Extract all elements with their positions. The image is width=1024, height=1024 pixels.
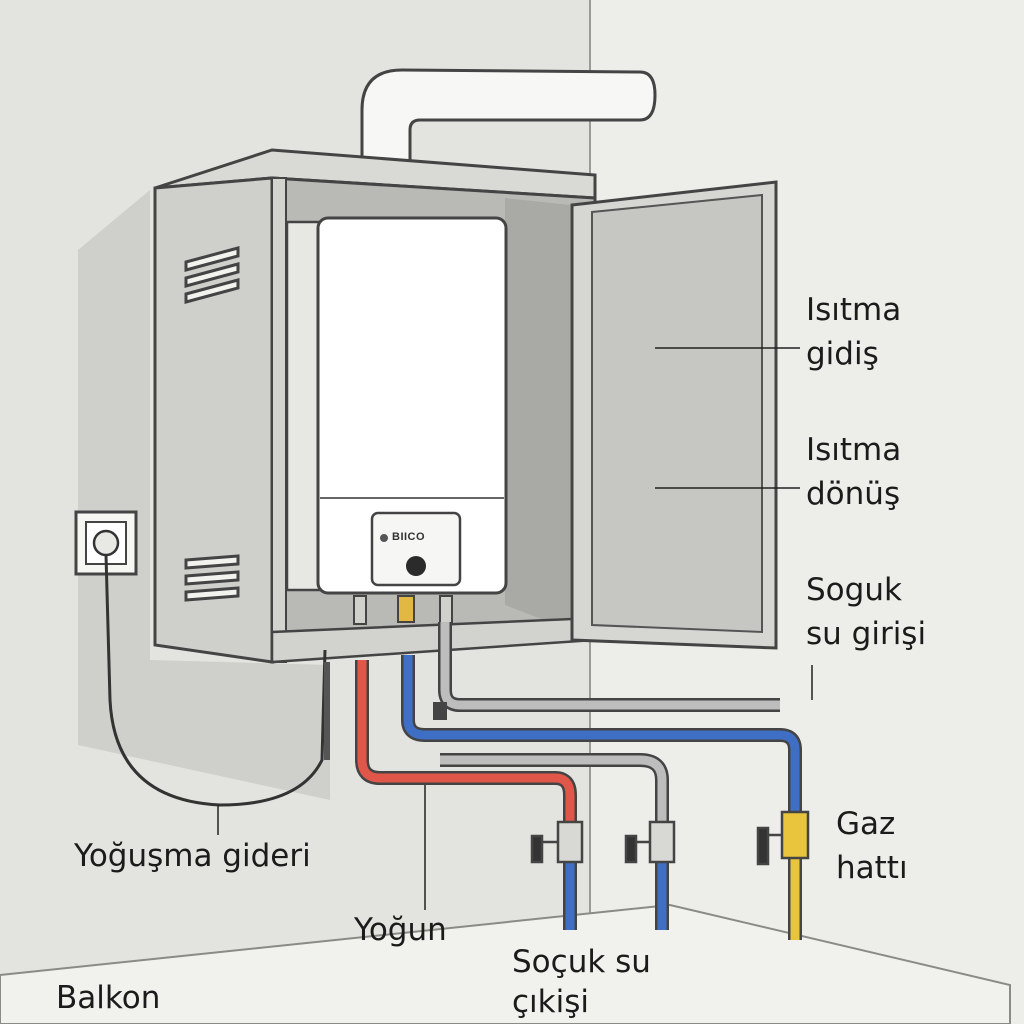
cabinet-inner-side (505, 198, 570, 630)
label-isitma-gidis-line1: Isıtma (806, 292, 902, 328)
boiler-valve-left (353, 595, 367, 625)
boiler-side (285, 220, 323, 592)
label-soguk-su-girisi-line1: Soguk (806, 572, 902, 608)
label-gaz-hatti-line1: Gaz (836, 806, 896, 842)
label-gaz-hatti-line2: hattı (836, 850, 908, 886)
cabinet-door-panel (591, 193, 763, 634)
plug-icon (92, 529, 120, 557)
label-isitma-donus-line2: dönüş (806, 476, 901, 512)
power-cable (104, 554, 327, 807)
cold-water-inlet-pipe-fill (440, 622, 780, 710)
label-yogusma-gideri: Yoğuşma gideri (74, 838, 311, 874)
cold-water-valve[interactable] (624, 820, 676, 864)
boiler-body[interactable] (316, 216, 508, 595)
boiler-brand-text: BIICO (392, 531, 426, 543)
gas-line-blue-fill (403, 655, 800, 815)
control-knob[interactable] (406, 556, 426, 576)
label-yogun: Yoğun (354, 912, 447, 948)
cold-water-outlet-pipe-fill (440, 755, 667, 830)
cabinet-frame (271, 177, 287, 663)
gas-valve[interactable] (756, 810, 810, 866)
hot-water-valve[interactable] (530, 820, 584, 864)
cabinet-shadow (78, 190, 330, 800)
label-socuk-su-cikisi-line1: Soçuk su (512, 944, 651, 980)
vent-slots-lower (184, 554, 240, 602)
boiler-valve-gas (397, 595, 415, 623)
label-socuk-su-cikisi-line2: çıkişi (512, 984, 589, 1020)
boiler-control-panel[interactable] (370, 511, 462, 587)
label-balkon: Balkon (56, 980, 161, 1016)
balcony-floor (0, 903, 1011, 1024)
vent-slots-upper (184, 246, 240, 304)
label-isitma-gidis-line2: gidiş (806, 336, 879, 372)
label-leader-lines (217, 347, 813, 910)
flue-pipe (360, 68, 657, 167)
brand-icon (380, 534, 388, 542)
boiler-valve-right (439, 595, 453, 625)
label-soguk-su-girisi-line2: su girişi (806, 616, 927, 652)
hot-water-pipe-red-fill (357, 660, 575, 830)
label-isitma-donus-line1: Isıtma (806, 432, 902, 468)
